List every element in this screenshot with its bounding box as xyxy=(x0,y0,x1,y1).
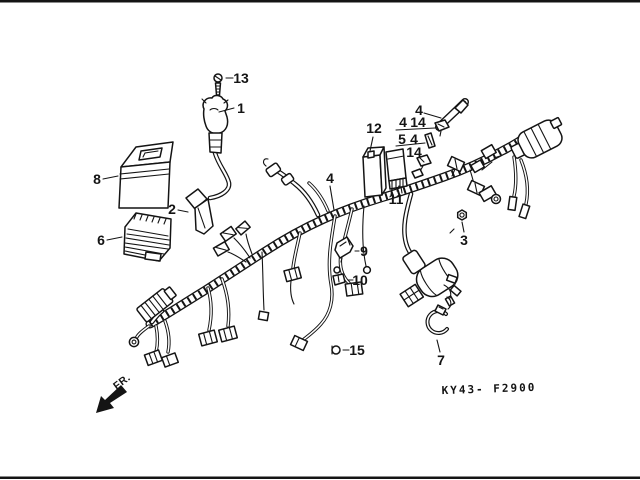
callout-10: 10 xyxy=(352,272,368,288)
clip-14a xyxy=(434,119,450,137)
ignition-switch-coupler xyxy=(399,283,425,308)
ignition-coil xyxy=(201,94,232,201)
spark-plug-cap xyxy=(185,188,214,235)
callout-7: 7 xyxy=(437,352,445,368)
callout-3: 3 xyxy=(460,232,468,248)
bolt xyxy=(213,73,223,96)
wire-end-terminal xyxy=(362,265,372,275)
right-branch-connectors xyxy=(446,143,502,205)
callout-8: 8 xyxy=(93,171,101,187)
callout-14-row2: 14 xyxy=(410,114,426,130)
harness-lower-branches xyxy=(197,205,372,352)
connector-g xyxy=(344,281,364,297)
ignition-switch-assembly xyxy=(399,191,462,310)
clip-10 xyxy=(332,266,346,286)
harness-main-trunk xyxy=(145,131,532,329)
boot-connector xyxy=(510,116,563,159)
hook-connector-a xyxy=(265,162,282,178)
leader-lines xyxy=(102,77,465,353)
nut-3 xyxy=(449,209,468,234)
callout-4-top: 4 xyxy=(415,102,423,118)
clamp-7 xyxy=(425,304,449,336)
left-connector-a xyxy=(143,349,164,367)
callout-2: 2 xyxy=(168,201,176,217)
connector-e xyxy=(257,310,270,322)
callout-4-main: 4 xyxy=(326,170,334,186)
band-5 xyxy=(424,132,436,149)
callout-5: 5 xyxy=(398,131,406,147)
ring-terminal-hole xyxy=(131,339,137,345)
callout-13: 13 xyxy=(233,70,249,86)
relay-12 xyxy=(362,146,387,198)
callout-15: 15 xyxy=(349,342,365,358)
front-direction-arrow: FR. xyxy=(96,372,133,413)
harness-right-end xyxy=(507,116,563,220)
fr-label: FR. xyxy=(111,372,133,393)
connector-f xyxy=(283,266,303,283)
relay-11 xyxy=(385,148,408,196)
callout-1: 1 xyxy=(237,100,245,116)
barrel-connector xyxy=(478,185,497,203)
connector-c xyxy=(197,329,219,347)
callout-11: 11 xyxy=(389,191,404,207)
fuse-holder-connector xyxy=(136,286,177,323)
harness-left-end xyxy=(128,286,180,368)
left-connector-b xyxy=(160,352,180,368)
cdi-unit xyxy=(123,212,172,262)
battery xyxy=(118,141,174,209)
callout-4-row3: 4 xyxy=(410,131,418,147)
bottom-border-line xyxy=(0,476,640,479)
callout-6: 6 xyxy=(97,232,105,248)
connector-h xyxy=(289,334,309,352)
mid-branch-connectors xyxy=(212,220,253,263)
hook-connector-b xyxy=(280,172,295,186)
callout-9: 9 xyxy=(360,243,368,259)
connector-d xyxy=(217,325,239,343)
ring-terminal xyxy=(128,336,140,348)
callout-4-row2: 4 xyxy=(399,114,407,130)
top-border-line xyxy=(0,0,640,3)
callout-14-row4: 14 xyxy=(406,144,422,160)
upper-hook-branch xyxy=(263,158,330,218)
callout-12: 12 xyxy=(366,120,382,136)
diagram-code: KY43- F2900 xyxy=(441,381,536,397)
cap-9 xyxy=(334,236,354,263)
grommet-15 xyxy=(331,345,341,355)
